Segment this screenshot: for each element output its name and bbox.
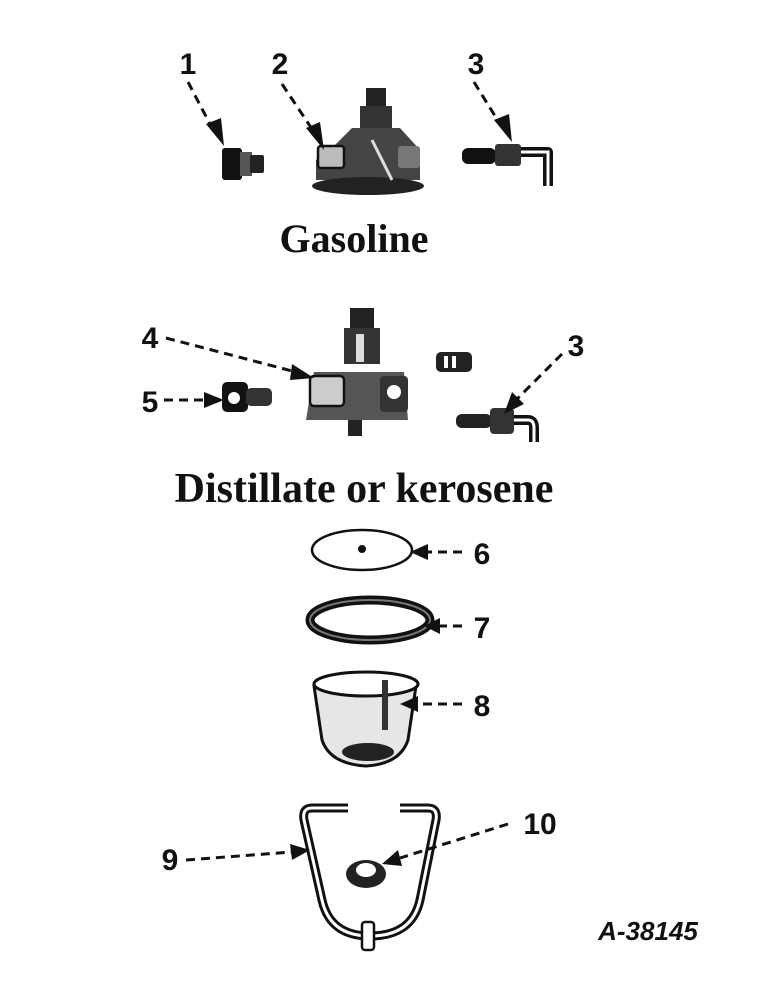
part-3-elbow-fitting-lower [456, 408, 539, 442]
callout-1: 1 [180, 48, 197, 81]
part-2-strainer-body [312, 88, 424, 195]
callout-9: 9 [162, 844, 179, 877]
leader-3-top [472, 81, 502, 125]
leader-10 [399, 822, 509, 860]
part-5-fitting [222, 382, 272, 412]
caption-gasoline: Gasoline [280, 216, 429, 261]
part-4-strainer-body [306, 308, 408, 436]
figure-number: A-38145 [597, 916, 698, 946]
leader-1 [186, 81, 214, 129]
leader-9 [185, 850, 293, 862]
part-9-bail [299, 803, 441, 952]
leader-2 [280, 83, 316, 133]
callout-2: 2 [272, 48, 289, 81]
leader-4 [165, 336, 297, 374]
part-7-gasket [305, 595, 435, 645]
part-6-screen-disc [310, 528, 414, 572]
callout-6: 6 [474, 538, 491, 571]
part-1-fitting [222, 148, 264, 180]
callout-7: 7 [474, 612, 491, 645]
part-10-thumb-nut [346, 860, 386, 888]
callout-3-lower: 3 [568, 330, 585, 363]
callout-5: 5 [142, 386, 159, 419]
callout-8: 8 [474, 690, 491, 723]
caption-distillate: Distillate or kerosene [175, 466, 554, 512]
callout-10: 10 [523, 808, 556, 841]
callout-3-top: 3 [468, 48, 485, 81]
leader-3-lower [514, 352, 564, 402]
part-8-bowl [312, 670, 420, 768]
part-3-elbow-fitting-top [462, 144, 553, 186]
small-nut [436, 352, 472, 372]
callout-4: 4 [142, 322, 159, 355]
